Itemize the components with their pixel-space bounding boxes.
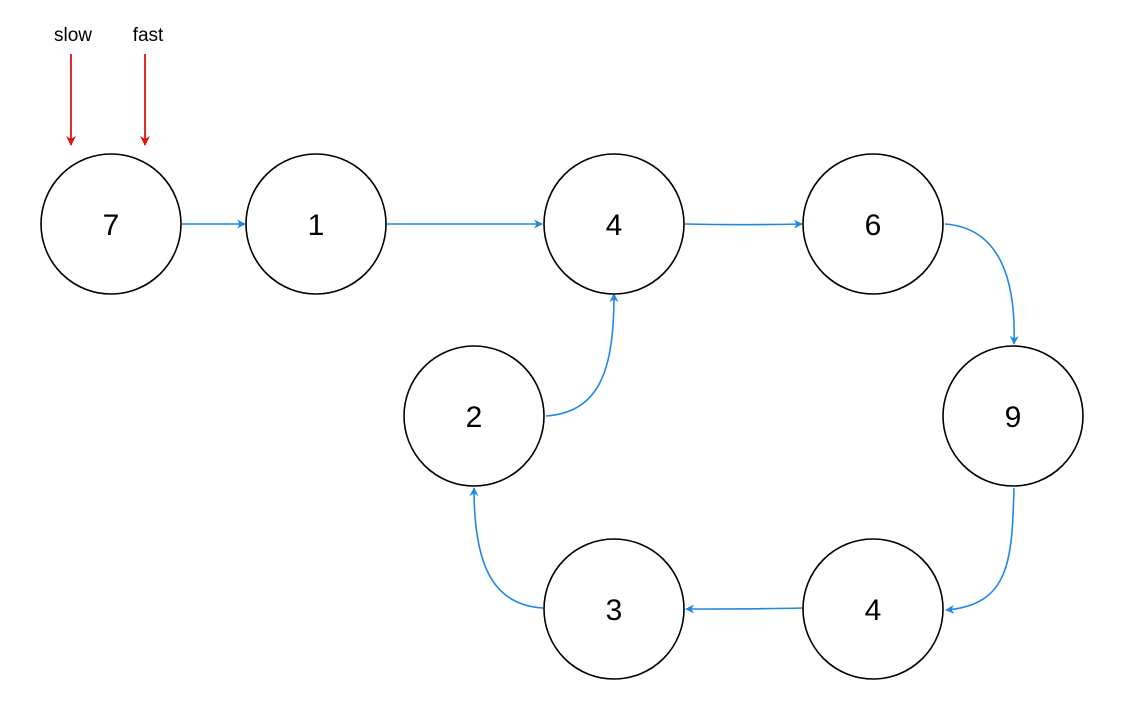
list-node-4-bottom: 4 — [802, 538, 944, 680]
node-value: 7 — [103, 209, 120, 242]
pointer-group-fast: fast — [133, 25, 164, 146]
edge-9-to-4 — [945, 487, 1015, 614]
edge-4-to-6 — [684, 219, 803, 229]
node-value: 1 — [308, 209, 325, 242]
list-node-6: 6 — [802, 153, 944, 295]
pointer-label-fast: fast — [133, 25, 164, 46]
node-circle — [543, 153, 685, 295]
node-value: 3 — [606, 594, 623, 627]
node-value: 4 — [865, 594, 882, 627]
node-circle — [245, 153, 387, 295]
edge-6-to-9 — [944, 223, 1019, 345]
node-value: 4 — [606, 209, 623, 242]
edge-4-to-3 — [685, 604, 804, 614]
node-circle — [403, 345, 545, 487]
edge-2-to-4 — [545, 293, 619, 417]
node-circle — [543, 538, 685, 680]
list-node-3: 3 — [543, 538, 685, 680]
node-circle — [40, 153, 182, 295]
pointer-group-slow: slow — [54, 25, 92, 146]
list-node-7: 7 — [40, 153, 182, 295]
node-circle — [802, 538, 944, 680]
pointer-label-slow: slow — [54, 25, 92, 46]
edge-3-to-2 — [469, 487, 544, 609]
node-value: 2 — [466, 401, 483, 434]
node-circle — [802, 153, 944, 295]
edges — [182, 219, 1019, 614]
list-node-9: 9 — [942, 345, 1084, 487]
list-node-4-cycle-entry: 4 — [543, 153, 685, 295]
node-circle — [942, 345, 1084, 487]
node-value: 6 — [865, 209, 882, 242]
list-node-2: 2 — [403, 345, 545, 487]
node-value: 9 — [1005, 401, 1022, 434]
list-node-1: 1 — [245, 153, 387, 295]
